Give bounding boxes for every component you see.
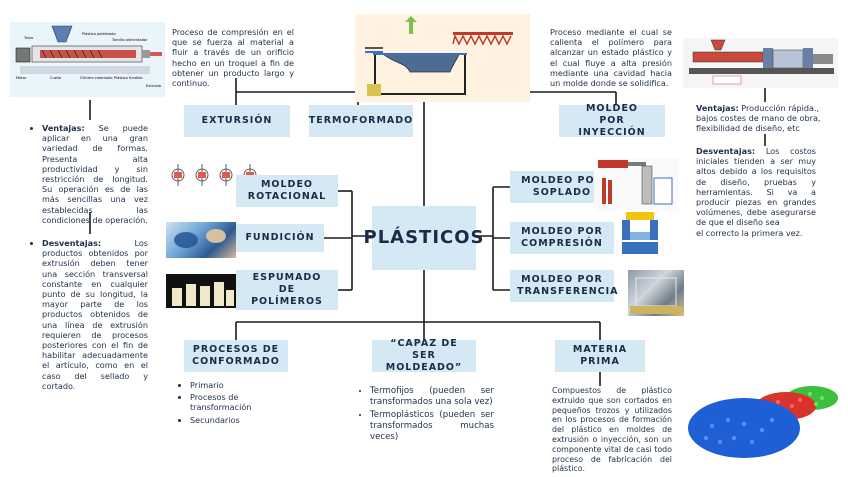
fundicion-photo [166,222,236,258]
transferencia-photo [628,270,684,316]
box-termoformado[interactable]: TERMOFORMADO [309,105,413,137]
espumado-photo [166,274,236,308]
box-extrusion[interactable]: EXTURSIÓN [184,105,290,137]
procesos-item: Secundarios [190,415,300,425]
extrusion-description: Proceso de compresión en el que se fuerz… [172,27,294,89]
extrusion-ventajas-label: Ventajas: [42,123,85,133]
procesos-item: Primario [190,380,300,390]
extruder-label-cuello: Cuello [50,76,62,80]
box-moldeo-rotacional[interactable]: MOLDEO ROTACIONAL [236,175,338,207]
termoformado-illustration [355,14,530,102]
inyeccion-description: Proceso mediante el cual se calienta el … [550,27,672,89]
central-title: PLÁSTICOS [364,206,484,270]
box-materia-prima[interactable]: MATERIA PRIMA [555,340,645,372]
inyeccion-desventajas: Desventajas: Los costos iniciales tiende… [696,146,816,228]
extruder-illustration: Tolva Plástico peletizado Tornillo alime… [10,22,165,97]
capaz-item: Termoplásticos (pueden ser transformados… [370,410,494,443]
capaz-list: Termofijos (pueden ser transformados una… [360,386,494,445]
extruder-label-plastico-fundido: Plástico fundido [114,76,143,80]
box-capaz-moldeado[interactable]: “CAPAZ DE SER MOLDEADO” [372,338,476,373]
materia-prima-description: Compuestos de plástico extruido que son … [552,386,672,474]
extruder-label-tolva: Tolva [24,36,34,40]
procesos-item: Procesos de transformación [190,392,300,412]
extrusion-desventajas-text: Los productos obtenidos por extrusión de… [42,238,148,391]
extruder-label-tornillo: Tornillo alimentador [112,38,148,42]
compresion-illustration [620,210,660,260]
box-espumado[interactable]: ESPUMADO DE POLÍMEROS [236,270,338,310]
plastic-pellets-photo [682,376,842,466]
extruder-label-cilindro: Cilindro calentado [80,76,113,80]
extrusion-ventajas: Ventajas: Se puede aplicar en una gran v… [32,123,148,227]
box-moldeo-inyeccion[interactable]: MOLDEO POR INYECCIÓN [559,103,665,138]
inyeccion-ventajas: Ventajas: Producción rápida., bajos cost… [696,103,824,134]
box-moldeo-compresion[interactable]: MOLDEO POR COMPRESIÓN [510,222,614,254]
procesos-list: Primario Procesos de transformación Secu… [180,380,300,427]
extrusion-desventajas: Desventajas: Los productos obtenidos por… [32,238,148,393]
inyeccion-desventajas-text: Los costos iniciales tienden a ser muy a… [696,146,816,228]
inyeccion-ventajas-label: Ventajas: [696,103,739,113]
extrusion-ventajas-text: Se puede aplicar en una gran variedad de… [42,123,148,225]
box-fundicion[interactable]: FUNDICIÓN [236,224,324,252]
capaz-item: Termofijos (pueden ser transformados una… [370,386,494,408]
injection-machine-illustration [683,38,838,88]
box-procesos-conformado[interactable]: PROCESOS DE CONFORMADO [184,340,288,372]
soplado-illustration [594,158,679,212]
box-moldeo-transferencia[interactable]: MOLDEO POR TRANSFERENCIA [510,270,618,302]
extrusion-desventajas-label: Desventajas: [42,238,102,248]
extruder-label-plastico: Plástico peletizado [82,32,116,36]
extruder-label-extruido: Extruido [146,84,162,88]
inyeccion-desventajas-label: Desventajas: [696,146,756,156]
extruder-label-motor: Motor [16,76,27,80]
inyeccion-desventajas-tail: el correcto la primera vez. [696,228,803,238]
inyeccion-ventajas-text: Producción rápida., bajos costes de mano… [696,103,821,134]
